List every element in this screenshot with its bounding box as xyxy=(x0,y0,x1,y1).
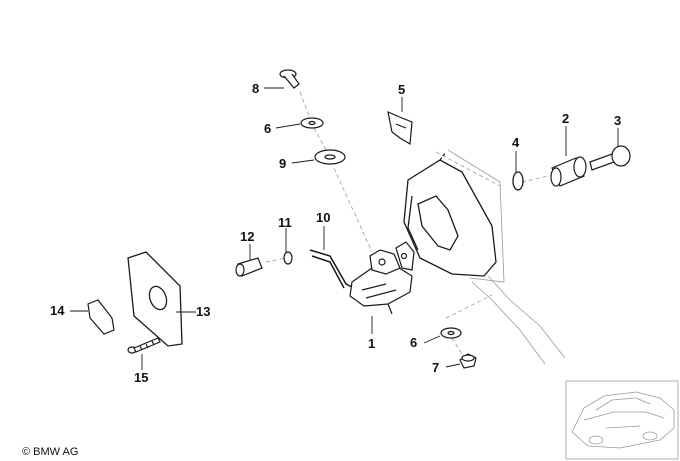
washer-part-6-lower xyxy=(440,327,462,339)
callout-12: 12 xyxy=(240,229,254,244)
callout-7: 7 xyxy=(432,360,439,375)
latch-part-1 xyxy=(349,241,415,315)
oring-part-4 xyxy=(512,171,524,191)
bracket-part-5 xyxy=(387,110,413,146)
callout-14: 14 xyxy=(50,303,65,318)
buffer-part-12 xyxy=(235,257,263,277)
callout-3: 3 xyxy=(614,113,621,128)
callout-13: 13 xyxy=(196,304,210,319)
callout-labels: 8 6 9 5 4 2 3 10 11 12 1 14 13 15 6 7 xyxy=(50,81,621,385)
copyright-text: © BMW AG xyxy=(22,446,79,458)
key-part-3 xyxy=(589,145,631,171)
callout-2: 2 xyxy=(562,111,569,126)
car-thumbnail xyxy=(565,380,679,460)
callout-10: 10 xyxy=(316,210,330,225)
filler-flap xyxy=(403,151,497,277)
pin-part-8 xyxy=(279,69,300,89)
ring-part-11 xyxy=(283,251,293,265)
callout-6-lower: 6 xyxy=(410,335,417,350)
screw-part-15 xyxy=(127,337,161,354)
callout-9: 9 xyxy=(279,156,286,171)
callout-5: 5 xyxy=(398,82,405,97)
plug-part-7 xyxy=(459,353,477,369)
assembly-axes xyxy=(265,91,549,355)
callout-15: 15 xyxy=(134,370,148,385)
pad-part-14 xyxy=(87,299,115,335)
washer-part-6-upper xyxy=(300,117,324,129)
callout-4: 4 xyxy=(512,135,520,150)
callout-6-upper: 6 xyxy=(264,121,271,136)
callout-leaders xyxy=(70,87,619,370)
washer-part-9 xyxy=(314,149,346,165)
callout-8: 8 xyxy=(252,81,259,96)
seal-part-13 xyxy=(127,251,183,347)
callout-1: 1 xyxy=(368,336,375,351)
body-panel xyxy=(447,149,566,365)
lock-cylinder-part-2 xyxy=(550,156,587,187)
spring-rod-part-10 xyxy=(309,249,355,289)
callout-11: 11 xyxy=(278,215,292,230)
